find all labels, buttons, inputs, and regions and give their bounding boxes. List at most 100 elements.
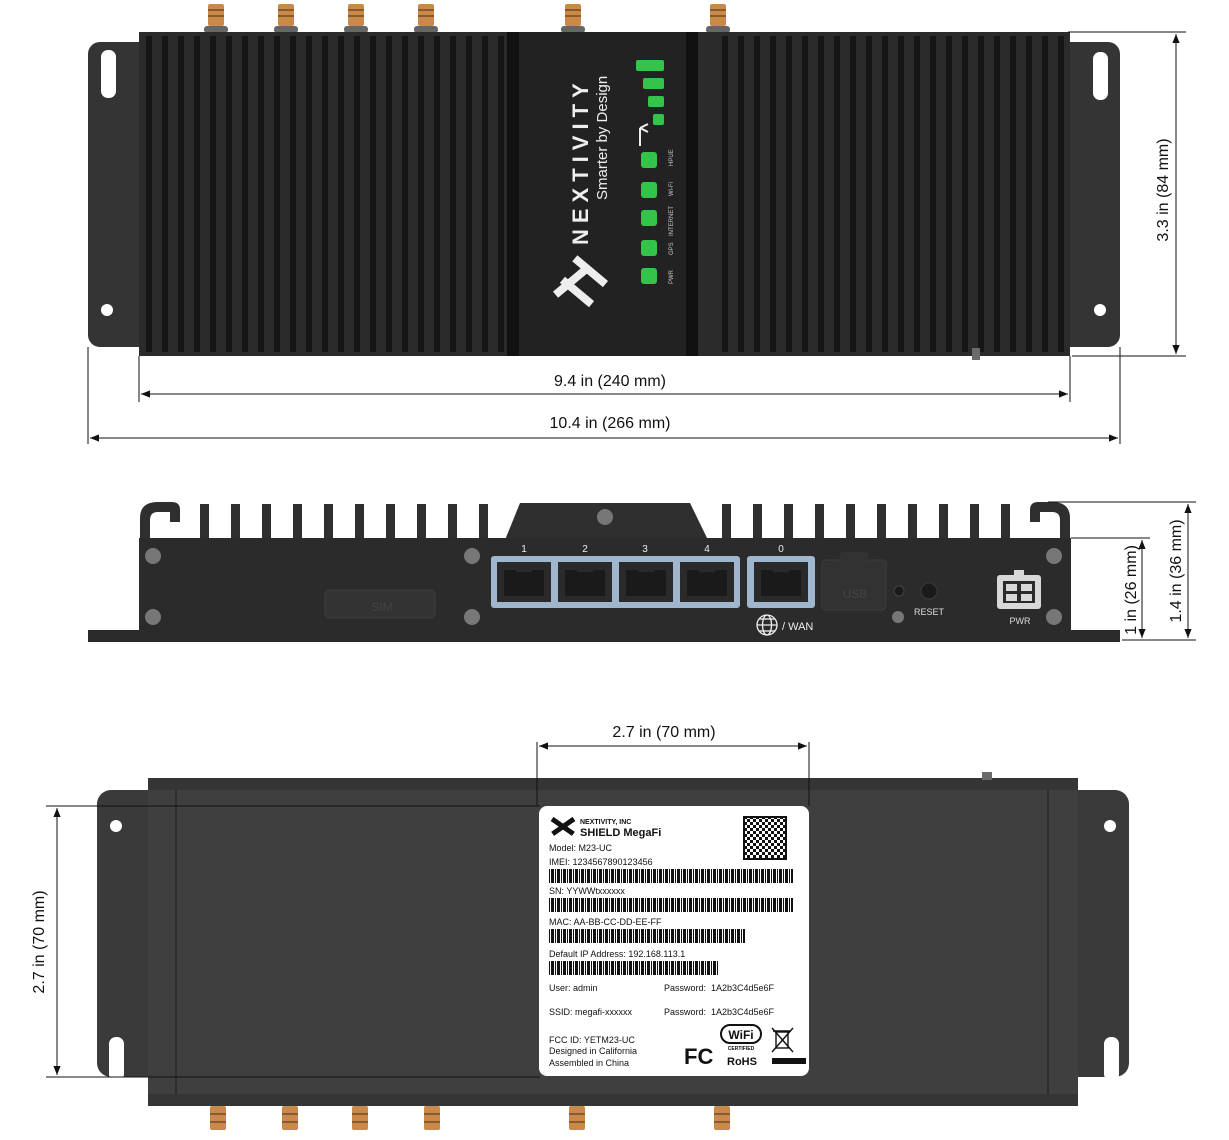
label-qr-code — [743, 816, 787, 860]
dim-front-total-height-label: 1.4 in (36 mm) — [1168, 519, 1185, 622]
sim-label: SIM — [371, 600, 392, 614]
label-ip: Default IP Address: 192.168.113.1 — [549, 949, 685, 959]
top-panel-seam — [507, 32, 519, 356]
label-assembled: Assembled in China — [549, 1058, 629, 1068]
dim-label-width-label: 2.7 in (70 mm) — [612, 724, 715, 741]
top-panel-seam — [686, 32, 698, 356]
lan-port-1-label: 1 — [521, 544, 527, 555]
label-user: User: admin — [549, 983, 598, 993]
top-side-knob — [972, 348, 980, 360]
label-password-2: 1A2b3C4d5e6F — [711, 1007, 775, 1017]
led-label-hpue: HPUE — [669, 149, 675, 166]
bottom-body-edge — [148, 1094, 1078, 1106]
label-imei: IMEI: 1234567890123456 — [549, 857, 653, 867]
dim-bottom-depth: 2.7 in (70 mm) — [31, 805, 540, 1078]
lan-port-frame — [491, 556, 740, 608]
top-view: NEXTIVITY Smarter by Design PWR GPS INTE… — [87, 4, 1186, 444]
label-ssid: SSID: megafi-xxxxxx — [549, 1007, 633, 1017]
wan-port-label: 0 — [778, 544, 784, 555]
lan-ports — [497, 562, 734, 602]
rohs-logo: RoHS — [727, 1056, 757, 1068]
wifi-logo-text: WiFi — [728, 1028, 753, 1042]
signal-bars — [636, 60, 664, 146]
label-password-1: 1A2b3C4d5e6F — [711, 983, 775, 993]
dim-bottom-depth-label: 2.7 in (70 mm) — [31, 890, 48, 993]
nextivity-logo — [552, 255, 609, 308]
label-barcode-imei — [549, 869, 793, 883]
dim-front-body-height-label: 1 in (26 mm) — [1123, 545, 1140, 635]
dim-body-width: 9.4 in (240 mm) — [138, 356, 1071, 402]
lan-port-2[interactable] — [558, 562, 612, 602]
led-label-pwr: PWR — [669, 269, 675, 284]
dim-body-width-label: 9.4 in (240 mm) — [554, 373, 666, 390]
reset-button[interactable] — [920, 582, 938, 600]
fcc-logo: FC — [684, 1044, 713, 1069]
label-fcc-id: FCC ID: YETM23-UC — [549, 1035, 635, 1045]
weee-bin-icon — [771, 1027, 794, 1053]
lan-port-3[interactable] — [619, 562, 673, 602]
front-view: SIM 1 2 3 4 0 / WAN US — [88, 501, 1196, 642]
dim-top-height-label: 3.3 in (84 mm) — [1155, 138, 1172, 241]
top-mount-holes — [101, 50, 1108, 316]
led-label-gps: GPS — [669, 242, 675, 255]
brand-name: NEXTIVITY — [568, 77, 593, 245]
wan-port[interactable] — [747, 556, 815, 608]
label-mac: MAC: AA-BB-CC-DD-EE-FF — [549, 917, 662, 927]
label-designed: Designed in California — [549, 1046, 637, 1056]
led-pwr — [641, 268, 657, 284]
front-right-hook — [1030, 502, 1070, 540]
status-leds: PWR GPS INTERNET Wi-Fi HPUE — [641, 149, 675, 284]
status-led-icon — [893, 585, 905, 597]
dim-total-width: 10.4 in (266 mm) — [87, 347, 1121, 444]
usb-label: USB — [843, 587, 868, 601]
led-label-internet: INTERNET — [669, 206, 675, 236]
power-label: PWR — [1010, 616, 1031, 626]
sim-slot[interactable] — [324, 589, 436, 619]
label-password-1-caption: Password: — [664, 983, 706, 993]
wifi-certified-text: CERTIFIED — [728, 1046, 755, 1052]
label-barcode-sn — [549, 898, 793, 912]
lan-port-4[interactable] — [680, 562, 734, 602]
bottom-mount-holes — [109, 820, 1119, 1081]
dim-label-width: 2.7 in (70 mm) — [536, 724, 810, 806]
led-wifi — [641, 182, 657, 198]
bottom-view: NEXTIVITY, INC SHIELD MegaFi Model: M23-… — [31, 724, 1129, 1130]
globe-icon — [756, 614, 778, 636]
wifi-certified-logo: WiFi CERTIFIED — [720, 1024, 762, 1052]
label-sn: SN: YYWWtxxxxxx — [549, 886, 625, 896]
label-logo — [550, 816, 576, 836]
weee-bar — [772, 1058, 806, 1064]
dim-front-body-height: 1 in (26 mm) — [1071, 537, 1150, 638]
label-barcode-ip — [549, 961, 719, 975]
product-label: NEXTIVITY, INC SHIELD MegaFi Model: M23-… — [539, 806, 809, 1076]
led-gps — [641, 240, 657, 256]
label-model: Model: M23-UC — [549, 843, 613, 853]
bottom-body-edge — [148, 778, 1078, 790]
front-fins — [200, 504, 1010, 544]
led-internet — [641, 210, 657, 226]
dim-top-height: 3.3 in (84 mm) — [1068, 31, 1186, 357]
reset-screw — [892, 611, 904, 623]
led-hpue — [641, 152, 657, 168]
dim-front-total-height: 1.4 in (36 mm) — [1048, 501, 1196, 641]
front-screws — [145, 509, 1062, 625]
top-fins — [146, 36, 1064, 352]
led-label-wifi: Wi-Fi — [669, 182, 675, 196]
lan-port-2-label: 2 — [582, 544, 588, 555]
power-connector[interactable] — [997, 570, 1041, 609]
bottom-side-knob — [982, 772, 992, 780]
reset-label: RESET — [914, 607, 945, 617]
wan-text: / WAN — [782, 621, 813, 633]
lan-port-1[interactable] — [497, 562, 551, 602]
top-antennas — [204, 4, 730, 33]
dim-total-width-label: 10.4 in (266 mm) — [550, 415, 671, 432]
label-barcode-mac — [549, 929, 745, 943]
lan-port-4-label: 4 — [704, 544, 710, 555]
usb-port[interactable] — [821, 552, 887, 611]
label-product: SHIELD MegaFi — [580, 827, 661, 839]
label-company: NEXTIVITY, INC — [580, 819, 631, 826]
lan-port-3-label: 3 — [642, 544, 648, 555]
front-left-hook — [140, 502, 180, 540]
